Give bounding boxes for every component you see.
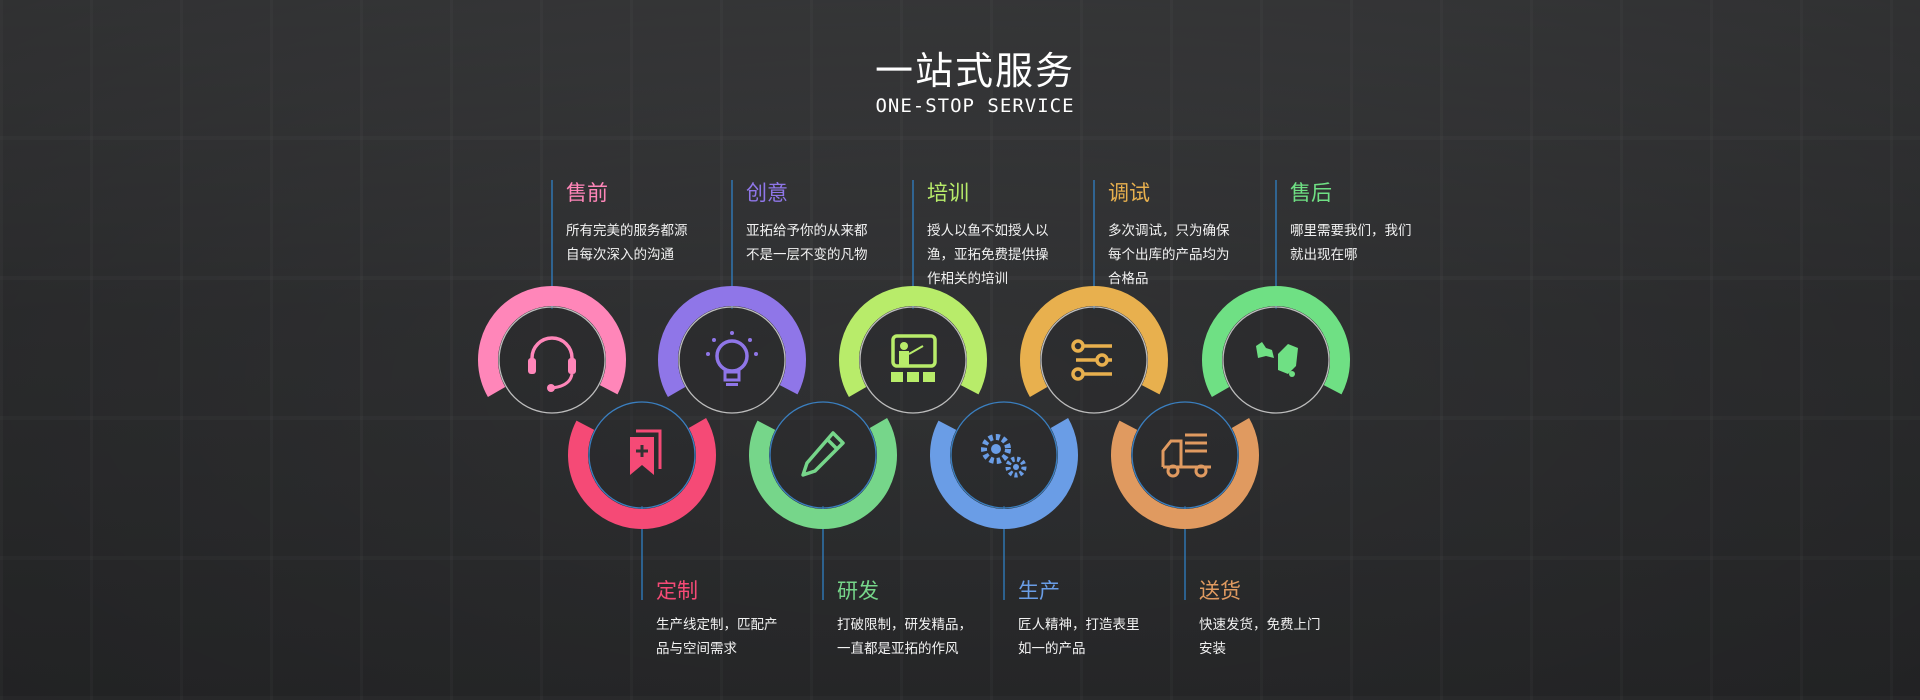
service-title: 创意	[746, 181, 788, 205]
top-service-item: 售前所有完美的服务都源自每次深入的沟通	[566, 177, 746, 267]
service-description-line: 不是一层不变的凡物	[746, 247, 868, 263]
service-title: 定制	[656, 579, 698, 603]
service-title: 售后	[1290, 181, 1332, 205]
service-title: 调试	[1108, 181, 1150, 205]
service-description-line: 亚拓给予你的从来都	[746, 223, 868, 239]
top-ring-1[interactable]	[645, 273, 820, 448]
ring-arc	[658, 286, 806, 434]
sliders-icon	[1071, 339, 1112, 381]
gears-icon	[981, 434, 1027, 478]
service-description-line: 自每次深入的沟通	[566, 247, 674, 263]
service-description-line: 渔，亚拓免费提供操	[927, 247, 1049, 263]
ring-inner-circle	[1222, 306, 1330, 414]
bottom-service-item: 送货快速发货，免费上门安装	[1199, 575, 1379, 661]
service-description-line: 作相关的培训	[927, 271, 1008, 287]
top-service-item: 培训授人以鱼不如授人以渔，亚拓免费提供操作相关的培训	[927, 177, 1107, 291]
bottom-service-item: 生产匠人精神，打造表里如一的产品	[1018, 575, 1198, 661]
ring-arc	[930, 380, 1078, 529]
bottom-service-item: 定制生产线定制，匹配产品与空间需求	[656, 575, 836, 661]
ring-arc	[749, 381, 897, 529]
service-title: 生产	[1018, 579, 1060, 603]
ring-inner-circle	[678, 306, 786, 414]
ring-arc	[1201, 286, 1350, 434]
service-title: 研发	[837, 579, 879, 603]
wrench-icon	[1256, 342, 1298, 377]
service-description-line: 合格品	[1108, 271, 1149, 287]
lightbulb-icon	[706, 331, 758, 386]
service-description-line: 如一的产品	[1018, 641, 1086, 657]
ring-arc	[568, 381, 716, 529]
headset-icon	[528, 336, 576, 392]
ring-arc	[839, 286, 988, 434]
bottom-service-item: 研发打破限制，研发精品， 一直都是亚拓的作风	[837, 575, 1017, 661]
service-description-line: 每个出库的产品均为	[1108, 247, 1230, 263]
top-service-item: 售后哪里需要我们，我们就出现在哪	[1290, 177, 1470, 267]
service-description-line: 一直都是亚拓的作风	[837, 641, 959, 657]
ring-inner-circle	[769, 401, 877, 509]
service-description-line: 多次调试，只为确保	[1108, 223, 1230, 239]
service-description-line: 就出现在哪	[1290, 247, 1358, 263]
ring-inner-circle	[1131, 401, 1239, 509]
section-title: 一站式服务	[874, 49, 1075, 93]
bottom-ring-2[interactable]	[917, 368, 1092, 543]
service-description-line: 品与空间需求	[656, 641, 737, 657]
service-description-line: 快速发货，免费上门	[1199, 617, 1321, 633]
teacher-board-icon	[891, 334, 937, 382]
ring-arc	[1020, 286, 1168, 434]
ring-arc	[478, 286, 626, 434]
ring-inner-circle	[859, 306, 967, 414]
service-description-line: 安装	[1199, 641, 1226, 657]
top-service-item: 调试多次调试，只为确保每个出库的产品均为合格品	[1108, 177, 1288, 291]
top-ring-3[interactable]	[1007, 273, 1182, 448]
top-ring-0[interactable]	[465, 273, 640, 448]
top-ring-4[interactable]	[1189, 273, 1364, 448]
top-service-item: 创意亚拓给予你的从来都不是一层不变的凡物	[746, 177, 926, 267]
service-description-line: 匠人精神，打造表里	[1018, 617, 1140, 633]
top-ring-2[interactable]	[826, 273, 1001, 448]
service-description-line: 哪里需要我们，我们	[1290, 223, 1412, 239]
service-description-line: 生产线定制，匹配产	[656, 617, 778, 633]
service-title: 培训	[927, 181, 969, 205]
ring-inner-circle	[498, 306, 606, 414]
bottom-ring-1[interactable]	[736, 368, 911, 543]
section-subtitle: ONE-STOP SERVICE	[875, 95, 1075, 117]
service-description-line: 打破限制，研发精品，	[837, 617, 972, 633]
bottom-ring-3[interactable]	[1098, 368, 1273, 543]
bottom-ring-0[interactable]	[555, 368, 730, 543]
service-description-line: 授人以鱼不如授人以	[927, 223, 1049, 239]
bookmark-add-icon	[630, 429, 662, 475]
delivery-truck-icon	[1161, 433, 1211, 478]
ring-arc	[1111, 381, 1259, 529]
service-description-line: 所有完美的服务都源	[566, 223, 688, 239]
pencil-icon	[801, 431, 845, 477]
service-title: 送货	[1199, 579, 1241, 603]
service-title: 售前	[566, 181, 608, 205]
